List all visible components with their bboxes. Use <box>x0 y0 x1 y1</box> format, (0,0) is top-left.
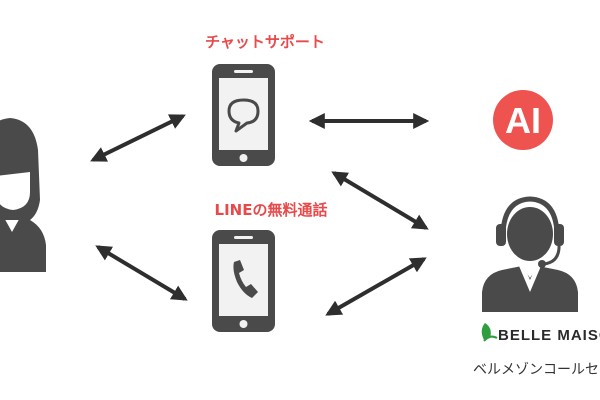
ai-badge-icon: AI <box>493 90 553 150</box>
brand-subtitle: ベルメゾンコールセ <box>473 362 599 378</box>
customer-person-icon <box>0 118 46 272</box>
operator-headset-icon <box>482 196 578 312</box>
arrow-customer-chat <box>90 114 186 162</box>
chat-support-label: チャットサポート <box>205 33 325 51</box>
belle-maison-leaf-icon <box>481 323 498 342</box>
ai-badge-label: AI <box>505 100 541 141</box>
line-free-call-label: LINEの無料通話 <box>215 201 328 219</box>
arrow-chat-operator <box>331 171 429 230</box>
arrow-call-operator <box>325 257 427 316</box>
smartphone-chat-icon <box>212 64 275 166</box>
brand-name: BELLE MAISO <box>498 327 600 344</box>
arrow-customer-call <box>95 245 188 301</box>
smartphone-call-icon <box>212 230 275 332</box>
